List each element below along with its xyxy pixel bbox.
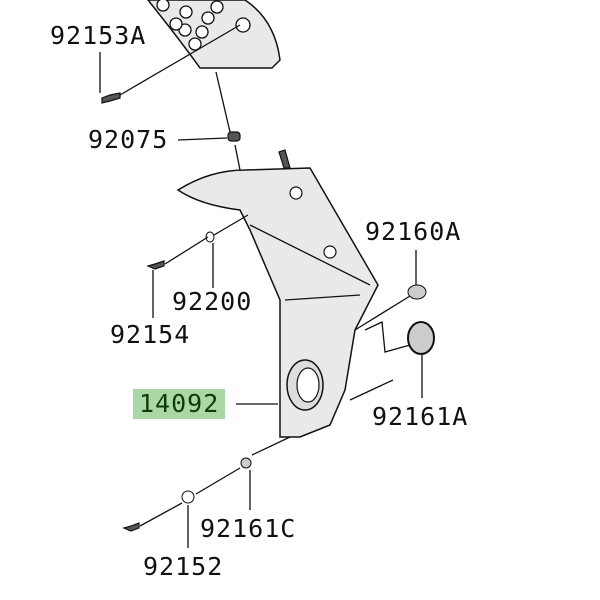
part-label-92152[interactable]: 92152: [143, 552, 224, 581]
upper-bracket: [147, 0, 281, 69]
part-label-92075[interactable]: 92075: [88, 125, 169, 154]
part-label-92161A[interactable]: 92161A: [372, 402, 469, 431]
part-label-92160A[interactable]: 92160A: [365, 217, 462, 246]
inner-cover-14092: [176, 149, 379, 438]
grommet-92075: [227, 131, 241, 142]
collar-92152: [181, 490, 195, 504]
screw-92152: [122, 522, 140, 532]
screw-92153A: [101, 92, 121, 104]
part-label-92154[interactable]: 92154: [110, 320, 191, 349]
part-label-14092-highlighted[interactable]: 14092: [133, 389, 226, 419]
grommet-92161A: [407, 321, 435, 355]
grommet-92160A: [407, 284, 427, 300]
leader-lines: [99, 24, 423, 548]
part-label-92153A[interactable]: 92153A: [50, 21, 147, 50]
grommet-92161C: [240, 457, 252, 469]
screw-92154: [146, 260, 165, 270]
part-label-92161C[interactable]: 92161C: [200, 514, 297, 543]
part-label-92200[interactable]: 92200: [172, 287, 253, 316]
washer-92200: [205, 231, 215, 243]
